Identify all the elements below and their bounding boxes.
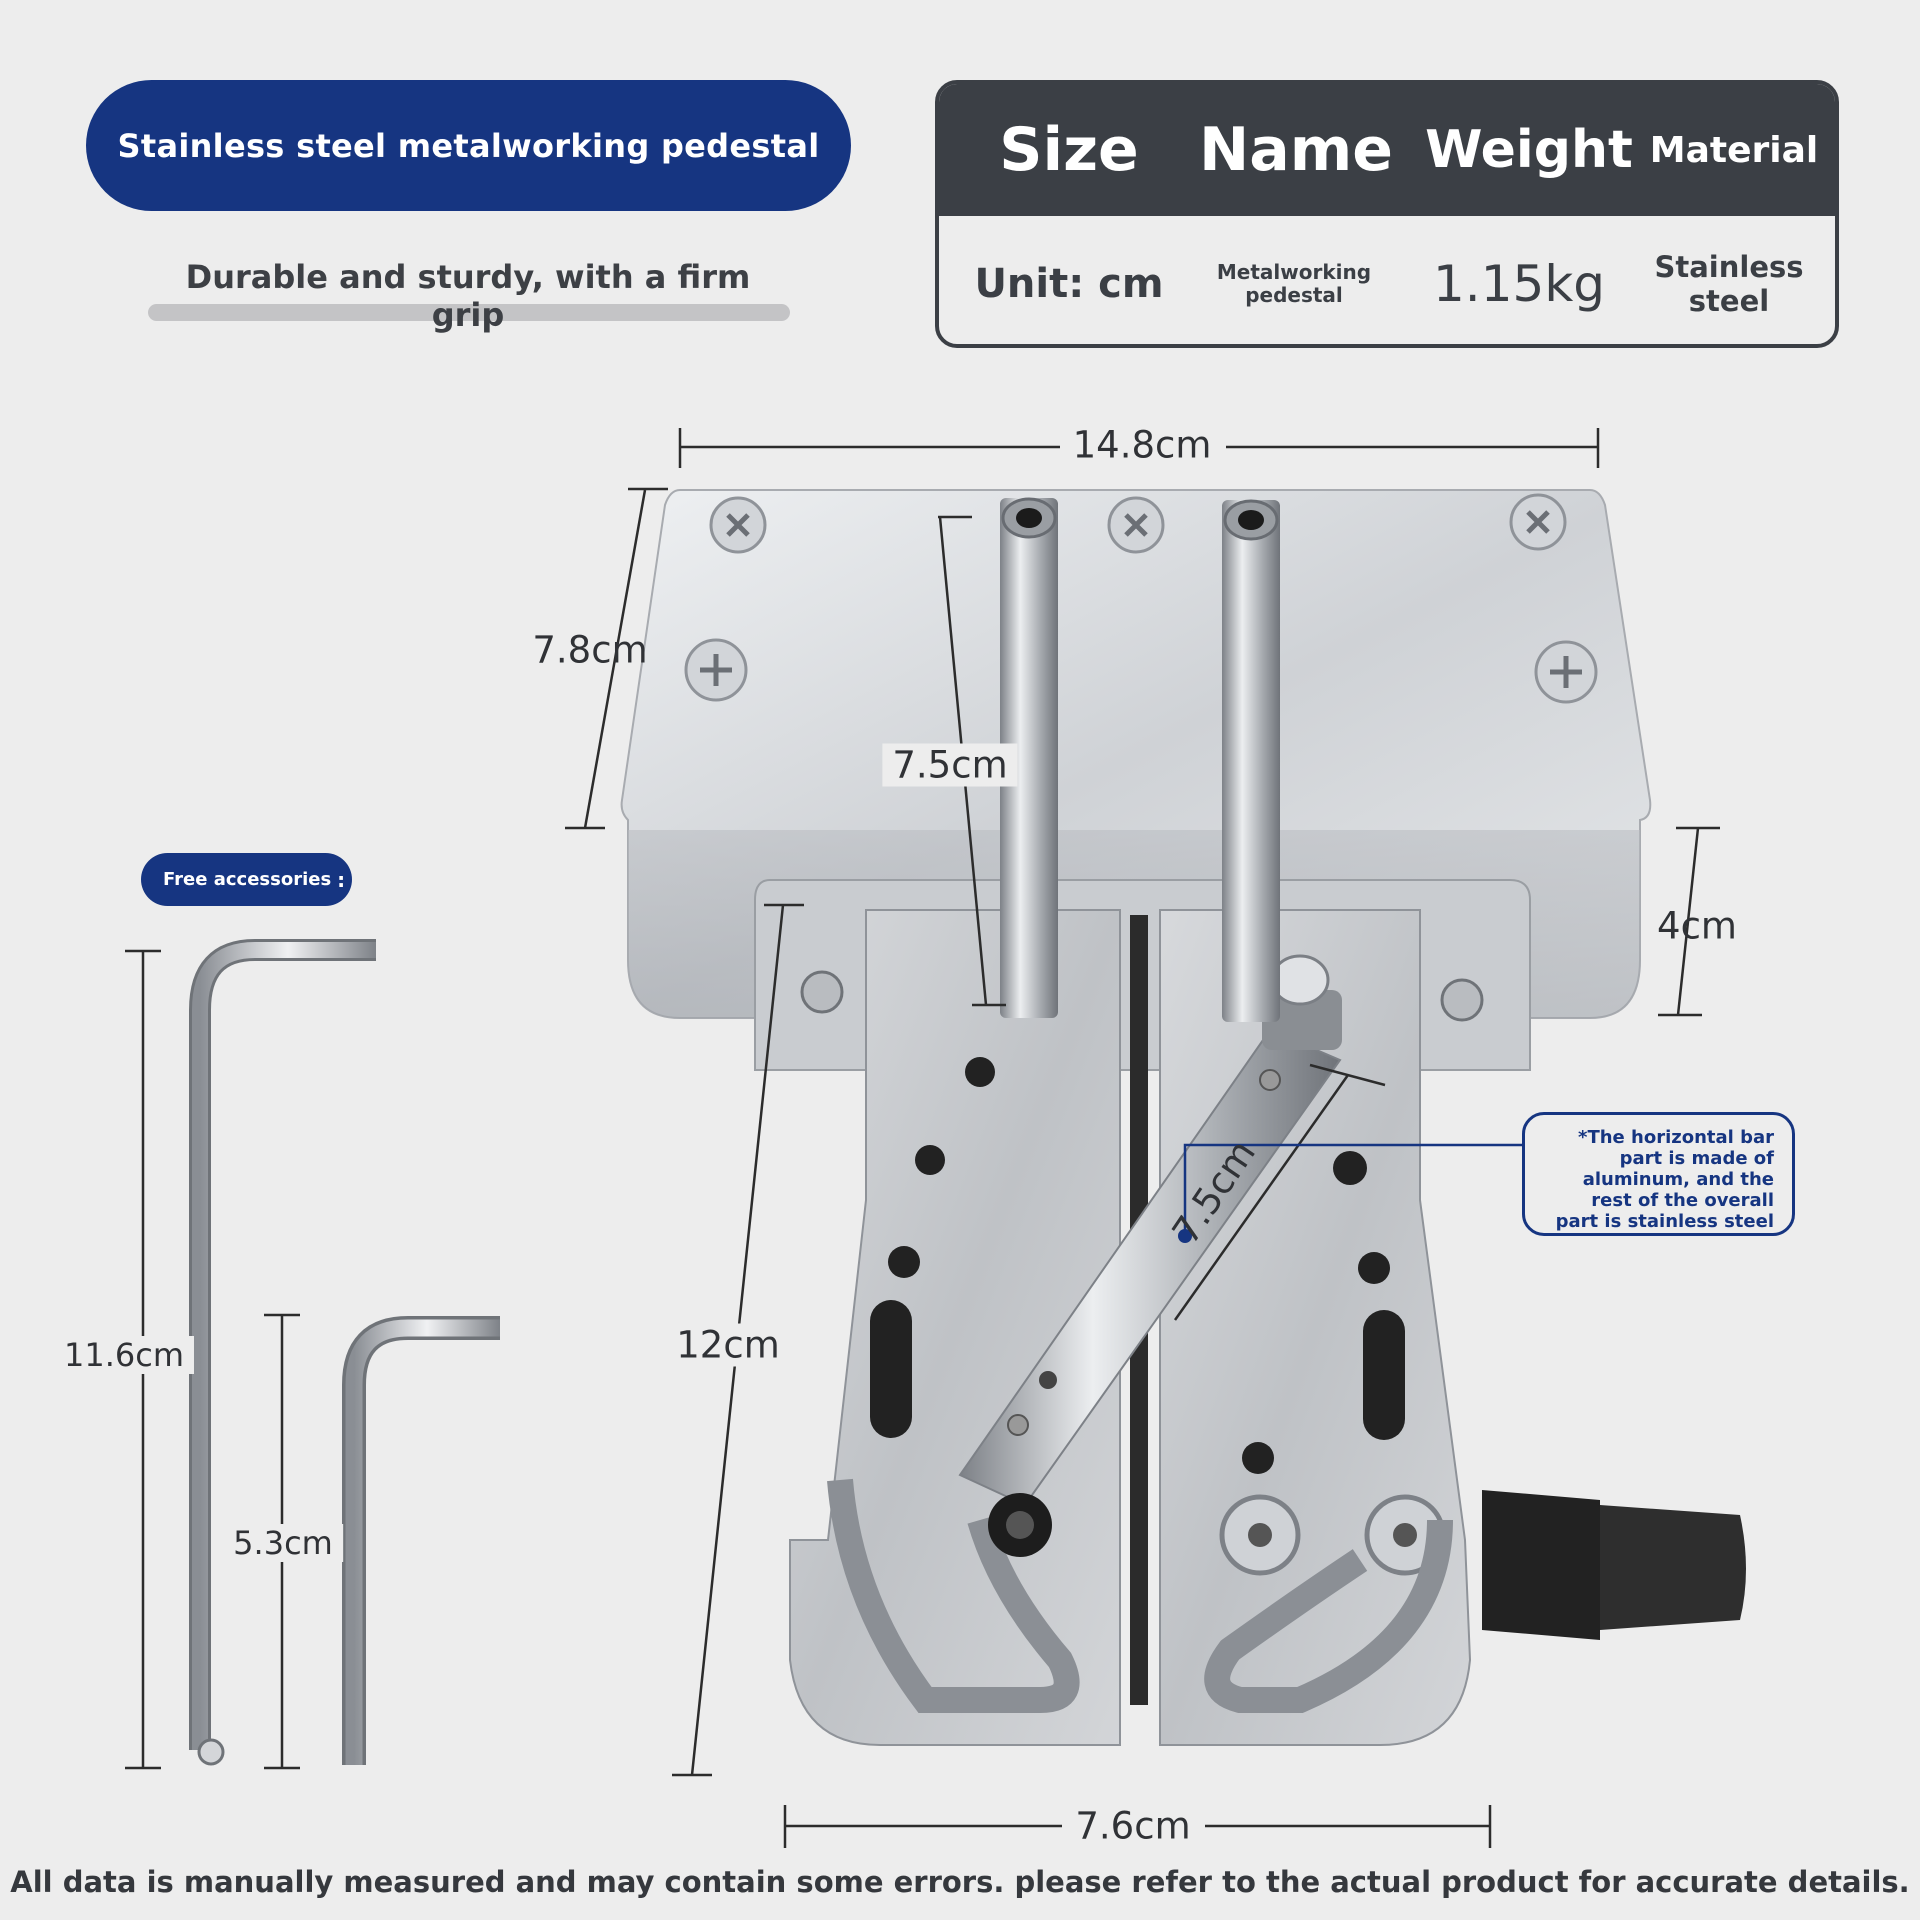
side-handle [1482, 1490, 1746, 1640]
header-material: Material [1649, 129, 1819, 171]
hex-key-long [189, 939, 376, 1766]
spec-table-header: Size Name Weight Material [939, 84, 1835, 220]
dim-plate-length: 12cm [666, 1323, 790, 1367]
hex-key-short [342, 1316, 500, 1765]
footer-disclaimer: All data is manually measured and may co… [10, 1865, 1910, 1899]
value-size: Unit: cm [974, 261, 1164, 307]
title-banner: Stainless steel metalworking pedestal [86, 80, 851, 211]
subtitle: Durable and sturdy, with a firm grip [185, 258, 751, 334]
free-accessories-label: Free accessories [163, 869, 332, 890]
dim-rod-length: 7.5cm [882, 743, 1018, 787]
header-size: Size [999, 115, 1139, 185]
screw-icon [684, 493, 1598, 704]
bending-bar [958, 954, 1342, 1557]
subtitle-underline [148, 304, 790, 321]
dim-short-key: 5.3cm [223, 1524, 343, 1562]
colon-icon: : [337, 867, 346, 892]
guide-rods [1000, 497, 1280, 1022]
value-name: Metalworking pedestal [1216, 260, 1372, 307]
header-weight: Weight [1425, 120, 1633, 180]
dim-plate-width: 7.6cm [1065, 1804, 1201, 1848]
value-weight: 1.15kg [1432, 255, 1606, 313]
note-callout-line [1178, 1143, 1522, 1243]
material-note: *The horizontal bar part is made of alum… [1522, 1112, 1795, 1236]
dim-block-depth: 4cm [1657, 904, 1737, 948]
value-material: Stainless steel [1654, 250, 1804, 318]
dim-width-top: 14.8cm [1062, 423, 1222, 467]
free-accessories-badge: Free accessories : [141, 853, 352, 906]
dim-height-block: 7.8cm [532, 628, 648, 672]
page-title: Stainless steel metalworking pedestal [117, 126, 820, 165]
dim-long-key: 11.6cm [53, 1336, 195, 1374]
header-name: Name [1199, 115, 1393, 185]
spec-table: Size Name Weight Material Unit: cm Metal… [935, 80, 1839, 348]
